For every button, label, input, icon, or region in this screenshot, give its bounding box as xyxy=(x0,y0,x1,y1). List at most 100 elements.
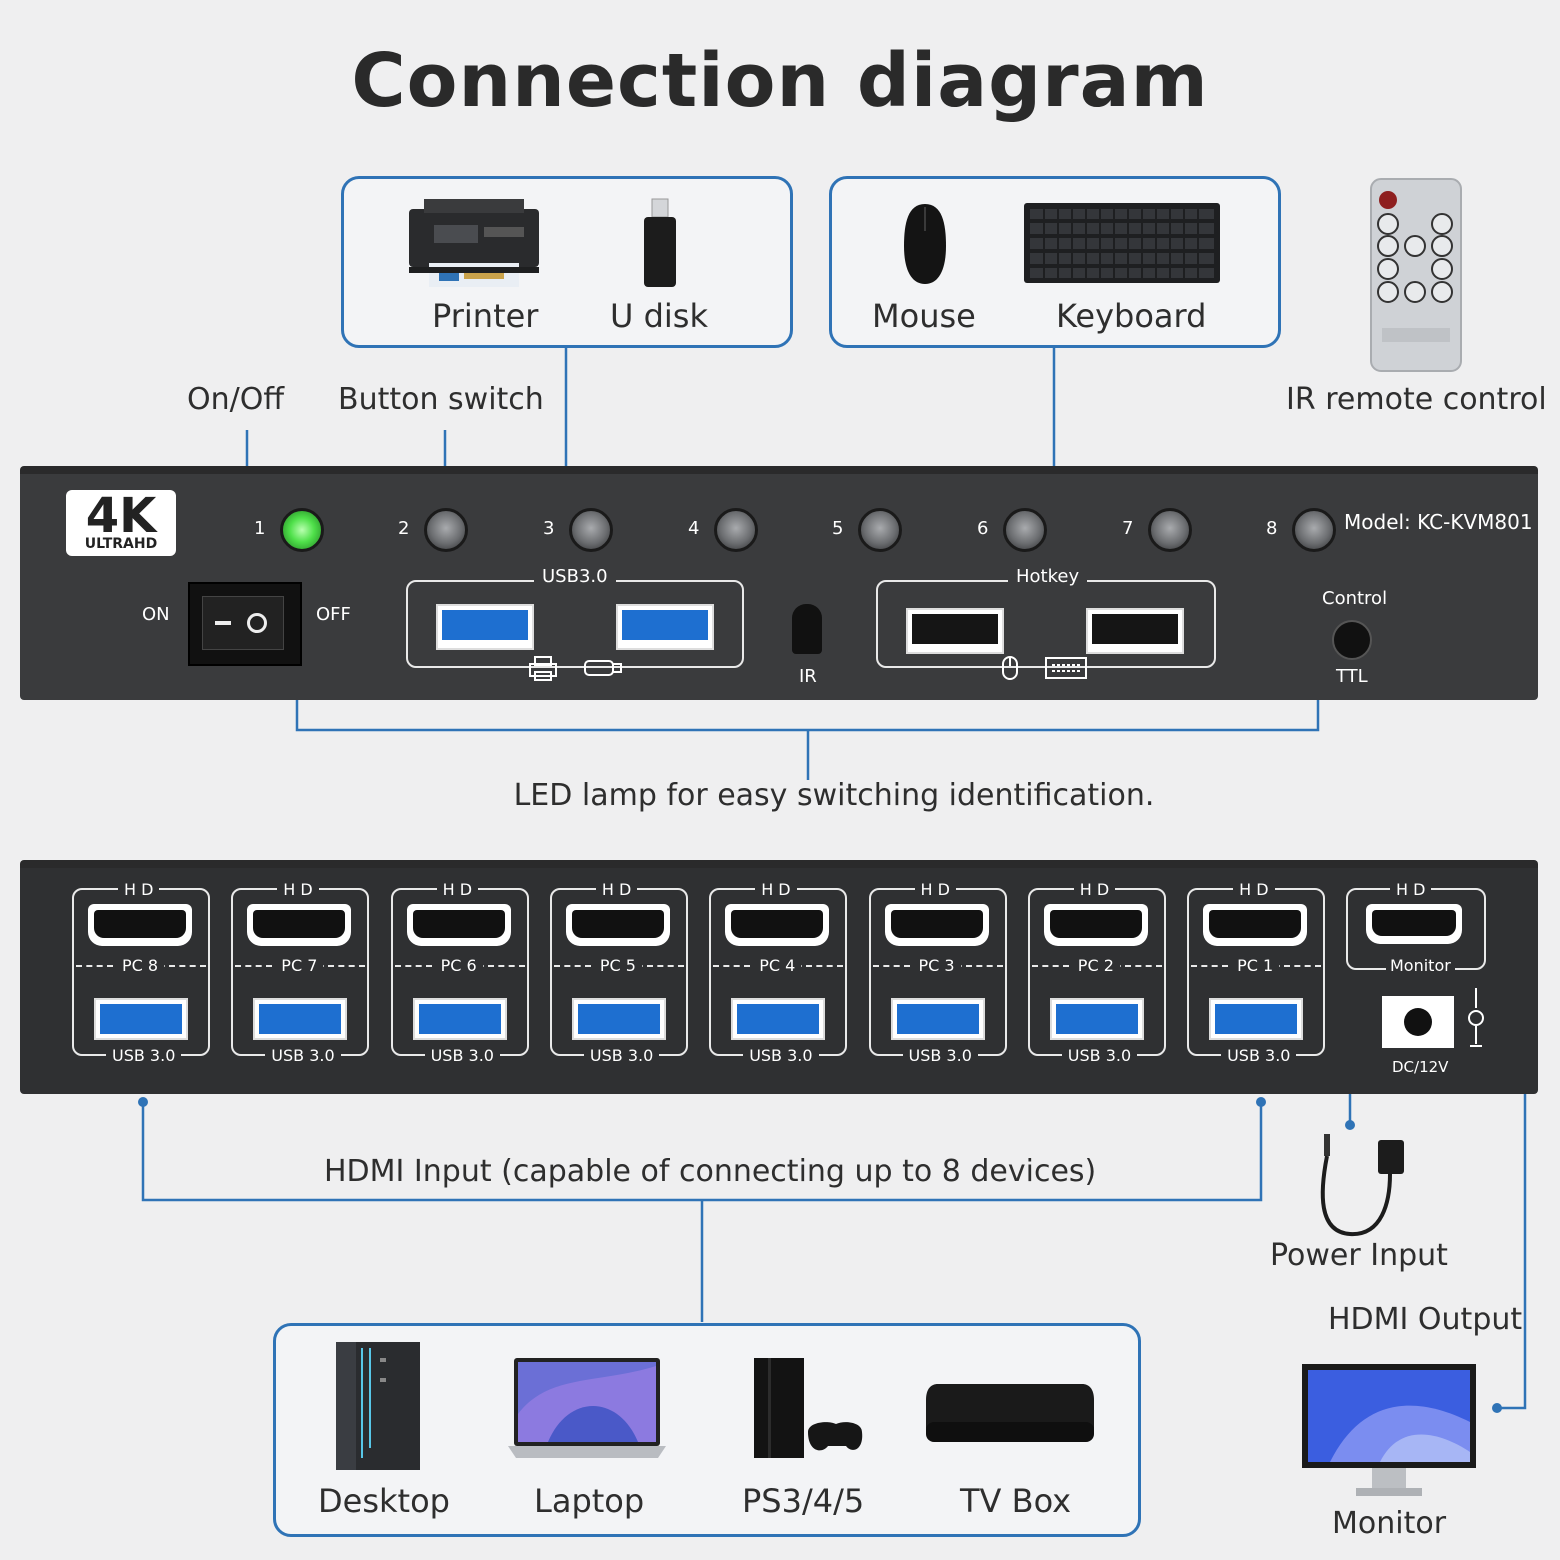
hd-label: H D xyxy=(1073,880,1116,899)
usb-port-slot xyxy=(896,1004,979,1034)
usb-mouse-port[interactable] xyxy=(906,608,1004,654)
power-input-callout: Power Input xyxy=(1270,1238,1448,1273)
usb3-port-label: USB 3.0 xyxy=(424,1046,500,1065)
hdmi-port-slot xyxy=(890,910,983,938)
source-devices-box: Desktop Laptop PS3/4/5 TV Box xyxy=(273,1323,1141,1537)
usb3-port-label: USB 3.0 xyxy=(265,1046,341,1065)
off-label: OFF xyxy=(316,604,351,625)
port-switch-button-2[interactable] xyxy=(424,508,468,552)
ultrahd-text: ULTRAHD xyxy=(84,536,158,552)
usb3-input-port[interactable] xyxy=(1049,998,1144,1040)
usb3-group-label: USB3.0 xyxy=(534,566,616,587)
4k-badge: 4K ULTRAHD xyxy=(66,488,176,556)
usb-port-slot xyxy=(259,1004,342,1034)
hdmi-input-port[interactable] xyxy=(884,904,989,946)
usb3-input-port[interactable] xyxy=(890,998,985,1040)
usb-port-slot xyxy=(1055,1004,1138,1034)
usb3-input-port[interactable] xyxy=(571,998,666,1040)
button-switch-callout: Button switch xyxy=(338,382,544,417)
usb-keyboard-port[interactable] xyxy=(1086,608,1184,654)
model-label: Model: KC-KVM801 xyxy=(1344,510,1533,534)
hd-label: H D xyxy=(755,880,797,899)
device-label-desktop: Desktop xyxy=(318,1482,450,1520)
pc-port-label: PC 4 xyxy=(753,956,802,975)
ir-remote-label: IR remote control xyxy=(1286,382,1547,417)
usb3-port-label: USB 3.0 xyxy=(106,1046,182,1065)
usb3-port-label: USB 3.0 xyxy=(1061,1046,1138,1065)
hdmi-port-slot xyxy=(731,910,824,938)
page-title: Connection diagram xyxy=(351,38,1209,124)
monitor-port-label: Monitor xyxy=(1386,956,1455,975)
usb3-udisk-port[interactable] xyxy=(616,604,714,650)
usb3-port-label: USB 3.0 xyxy=(743,1046,819,1065)
usb3-input-port[interactable] xyxy=(1209,998,1304,1040)
hdmi-input-port[interactable] xyxy=(1043,904,1148,946)
pc-port-label: PC 1 xyxy=(1231,956,1280,975)
hdmi-port-slot xyxy=(571,910,664,938)
monitor-icon xyxy=(1302,1364,1476,1496)
ttl-control-jack[interactable] xyxy=(1332,620,1372,660)
ir-label: IR xyxy=(799,666,817,687)
usb3-input-port[interactable] xyxy=(412,998,507,1040)
port-switch-button-6[interactable] xyxy=(1003,508,1047,552)
pc-port-label: PC 8 xyxy=(116,956,165,975)
usb-port-slot xyxy=(418,1004,501,1034)
hdmi-input-port[interactable] xyxy=(1203,904,1308,946)
hd-label: H D xyxy=(118,880,160,899)
game-console-icon xyxy=(754,1358,863,1458)
button-number-label: 1 xyxy=(254,518,266,539)
button-number-label: 3 xyxy=(543,518,555,539)
pc-port-label: PC 5 xyxy=(593,956,642,975)
keyboard-icon xyxy=(1024,203,1220,283)
button-number-label: 5 xyxy=(832,518,844,539)
button-number-label: 7 xyxy=(1122,518,1134,539)
device-label-laptop: Laptop xyxy=(534,1482,645,1520)
dc-label: DC/12V xyxy=(1392,1058,1449,1076)
usb-port-slot xyxy=(1215,1004,1298,1034)
usb-port-slot xyxy=(737,1004,820,1034)
usb3-input-port[interactable] xyxy=(253,998,348,1040)
power-rocker-switch[interactable] xyxy=(188,582,302,666)
port-switch-button-7[interactable] xyxy=(1148,508,1192,552)
usb3-port-label: USB 3.0 xyxy=(583,1046,660,1065)
monitor-hd-label: H D xyxy=(1390,880,1432,899)
onoff-callout: On/Off xyxy=(187,382,285,417)
hdmi-input-port[interactable] xyxy=(725,904,830,946)
usb3-port-label: USB 3.0 xyxy=(1221,1046,1297,1065)
port-switch-button-3[interactable] xyxy=(569,508,613,552)
usb-disk-icon xyxy=(644,198,676,287)
hdmi-port-slot xyxy=(412,910,505,938)
hdmi-input-port[interactable] xyxy=(88,904,192,946)
hdmi-input-port[interactable] xyxy=(247,904,352,946)
device-label-tvbox: TV Box xyxy=(960,1482,1072,1520)
usb3-input-port[interactable] xyxy=(731,998,826,1040)
hd-label: H D xyxy=(277,880,319,899)
hotkey-group-label: Hotkey xyxy=(1008,566,1088,587)
usb3-input-port[interactable] xyxy=(94,998,188,1040)
port-switch-button-8[interactable] xyxy=(1292,508,1336,552)
on-label: ON xyxy=(142,604,170,625)
usb3-port-label: USB 3.0 xyxy=(902,1046,978,1065)
led-callout: LED lamp for easy switching identificati… xyxy=(513,778,1155,813)
hd-label: H D xyxy=(436,880,479,899)
port-switch-button-5[interactable] xyxy=(858,508,902,552)
usb3-printer-port[interactable] xyxy=(436,604,534,650)
mouse-icon xyxy=(904,204,946,284)
laptop-icon xyxy=(508,1358,666,1458)
ttl-label: TTL xyxy=(1336,666,1368,687)
printer-label: Printer xyxy=(432,297,539,335)
dc-polarity-icon xyxy=(1468,988,1484,1047)
dc-power-jack[interactable] xyxy=(1382,996,1454,1048)
hdmi-input-port[interactable] xyxy=(565,904,670,946)
pc-port-label: PC 7 xyxy=(275,956,324,975)
button-number-label: 8 xyxy=(1266,518,1278,539)
port-switch-button-4[interactable] xyxy=(714,508,758,552)
monitor-label: Monitor xyxy=(1332,1506,1447,1541)
hdmi-input-port[interactable] xyxy=(406,904,511,946)
hdmi-port-slot xyxy=(1209,910,1302,938)
port-switch-button-1[interactable] xyxy=(280,508,324,552)
button-number-label: 4 xyxy=(688,518,700,539)
hdmi-output-port[interactable] xyxy=(1366,904,1462,944)
